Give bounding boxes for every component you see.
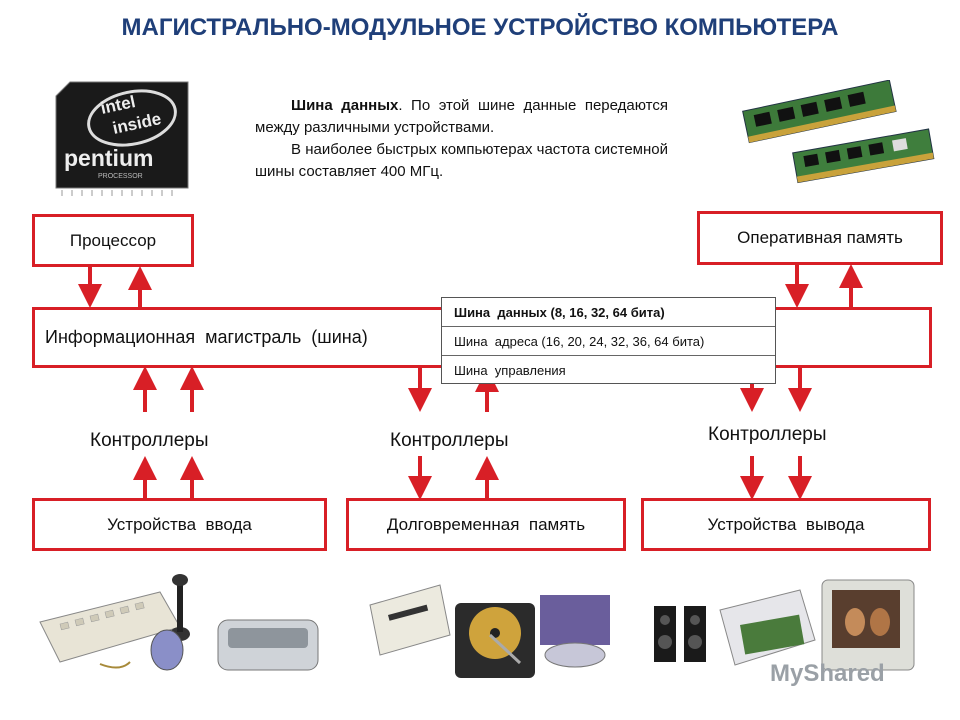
chip-sub: PROCESSOR bbox=[98, 173, 143, 180]
output-devices-label: Устройства вывода bbox=[707, 514, 865, 534]
description-paragraph-2: В наиболее быстрых компьютерах частота с… bbox=[255, 141, 668, 180]
data-bus-row: Шина данных (8, 16, 32, 64 бита) bbox=[442, 298, 775, 327]
page-title: МАГИСТРАЛЬНО-МОДУЛЬНОЕ УСТРОЙСТВО КОМПЬЮ… bbox=[121, 14, 839, 41]
controllers-label-input: Контроллеры bbox=[90, 430, 209, 451]
description-term: Шина данных bbox=[291, 97, 399, 114]
output-devices-box: Устройства вывода bbox=[641, 498, 931, 551]
ram-label: Оперативная память bbox=[737, 228, 903, 247]
bus-types-table: Шина данных (8, 16, 32, 64 бита) Шина ад… bbox=[441, 297, 776, 384]
control-bus-row: Шина управления bbox=[454, 363, 566, 378]
storage-label: Долговременная память bbox=[386, 514, 586, 534]
output-devices-image bbox=[654, 579, 915, 671]
description-paragraph-1: Шина данных. По этой шине данные передаю… bbox=[255, 95, 668, 139]
ram-box: Оперативная память bbox=[697, 211, 943, 265]
address-bus-row: Шина адреса (16, 20, 24, 32, 36, 64 бита… bbox=[442, 327, 775, 356]
controllers-label-storage: Контроллеры bbox=[390, 430, 509, 451]
processor-box: Процессор bbox=[32, 214, 194, 267]
input-devices-image bbox=[39, 574, 319, 671]
chip-product: pentium bbox=[64, 145, 153, 171]
input-devices-label: Устройства ввода bbox=[107, 514, 252, 534]
pentium-chip-image: intel inside pentium PROCESSOR bbox=[55, 81, 189, 196]
storage-devices-image bbox=[369, 584, 610, 678]
bus-description: Шина данных. По этой шине данные передаю… bbox=[255, 95, 668, 183]
input-devices-box: Устройства ввода bbox=[32, 498, 327, 551]
controllers-label-output: Контроллеры bbox=[708, 424, 827, 445]
description-text-1: . По этой шине данные передаются между р… bbox=[255, 97, 668, 136]
watermark: MyShared bbox=[770, 660, 885, 687]
bus-label: Информационная магистраль (шина) bbox=[45, 327, 368, 347]
processor-label: Процессор bbox=[69, 230, 157, 250]
storage-box: Долговременная память bbox=[346, 498, 626, 551]
ram-modules-image bbox=[742, 80, 935, 184]
